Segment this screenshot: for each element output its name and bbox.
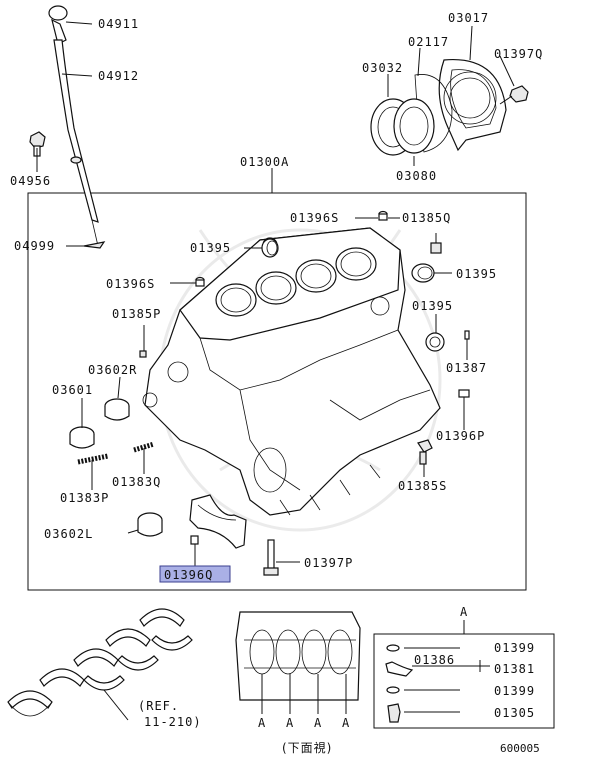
label-01386[interactable]: 01386 — [414, 653, 455, 667]
label-detail-a: A — [460, 605, 468, 619]
label-01399-top[interactable]: 01399 — [494, 641, 535, 655]
engine-block-group-frame — [27, 192, 527, 591]
label-04911[interactable]: 04911 — [98, 17, 139, 31]
oil-seal-case-part — [438, 58, 507, 152]
label-01387[interactable]: 01387 — [446, 361, 487, 375]
bearing-cap-part — [189, 494, 247, 549]
label-figure-number: 600005 — [500, 742, 540, 755]
plug-01396s-top-part — [378, 210, 388, 221]
leader-lines — [36, 21, 515, 566]
label-01396s-left[interactable]: 01396S — [106, 277, 155, 291]
label-03080[interactable]: 03080 — [396, 169, 437, 183]
plug-01395-right-part — [411, 263, 435, 283]
label-a-1: A — [258, 716, 266, 730]
stud-01383p-part — [77, 453, 109, 465]
plug-01385s-part — [417, 439, 433, 465]
highlight-01396q — [159, 565, 231, 583]
bushing-03601-part — [69, 426, 95, 449]
label-01395-right[interactable]: 01395 — [456, 267, 497, 281]
bolt-01397q-part — [499, 85, 529, 105]
label-bottom-view: (下面視) — [282, 740, 332, 755]
label-a-3: A — [314, 716, 322, 730]
label-01397p[interactable]: 01397P — [304, 556, 353, 570]
clip-04999-part — [83, 241, 106, 249]
cylinder-block-part — [142, 227, 441, 516]
label-01396p[interactable]: 01396P — [436, 429, 485, 443]
label-01383p[interactable]: 01383P — [60, 491, 109, 505]
plug-01396s-left-part — [195, 276, 205, 287]
block-bottom-view-part — [235, 611, 361, 714]
label-01300a[interactable]: 01300A — [240, 155, 289, 169]
label-01383q[interactable]: 01383Q — [112, 475, 161, 489]
label-03602r[interactable]: 03602R — [88, 363, 137, 377]
label-01395-left[interactable]: 01395 — [190, 241, 231, 255]
oil-seal-03080-part — [393, 98, 435, 154]
label-02117[interactable]: 02117 — [408, 35, 449, 49]
label-ref-line2: 11-210) — [144, 715, 202, 729]
label-04912[interactable]: 04912 — [98, 69, 139, 83]
plug-01395-left-part — [261, 238, 279, 258]
plug-01385p-part — [139, 350, 147, 358]
label-01385q[interactable]: 01385Q — [402, 211, 451, 225]
label-01396s-top[interactable]: 01396S — [290, 211, 339, 225]
label-a-4: A — [342, 716, 350, 730]
label-04956[interactable]: 04956 — [10, 174, 51, 188]
label-03601[interactable]: 03601 — [52, 383, 93, 397]
label-01305[interactable]: 01305 — [494, 706, 535, 720]
bushing-03602l-part — [137, 512, 163, 537]
label-03032[interactable]: 03032 — [362, 61, 403, 75]
label-01381[interactable]: 01381 — [494, 662, 535, 676]
main-bearing-set-part — [7, 608, 193, 721]
gasket-02117-part — [414, 74, 453, 153]
label-01396q[interactable]: 01396Q — [164, 568, 213, 582]
plug-01385q-part — [430, 242, 442, 254]
plug-01395-mid-part — [425, 332, 445, 352]
label-01397q[interactable]: 01397Q — [494, 47, 543, 61]
plug-01396p-part — [458, 389, 470, 398]
bolt-01397p-part — [263, 539, 279, 576]
label-01385p[interactable]: 01385P — [112, 307, 161, 321]
pin-01387-part — [464, 330, 470, 340]
label-01385s[interactable]: 01385S — [398, 479, 447, 493]
plug-01396q-part — [190, 535, 199, 545]
label-01395-mid[interactable]: 01395 — [412, 299, 453, 313]
detail-a-parts — [385, 644, 490, 723]
label-01399-bottom[interactable]: 01399 — [494, 684, 535, 698]
label-ref-line1: (REF. — [138, 699, 179, 713]
label-03017[interactable]: 03017 — [448, 11, 489, 25]
label-04999[interactable]: 04999 — [14, 239, 55, 253]
label-a-2: A — [286, 716, 294, 730]
bushing-03602r-part — [104, 398, 130, 421]
label-03602l[interactable]: 03602L — [44, 527, 93, 541]
oil-level-gauge-part — [48, 5, 99, 247]
